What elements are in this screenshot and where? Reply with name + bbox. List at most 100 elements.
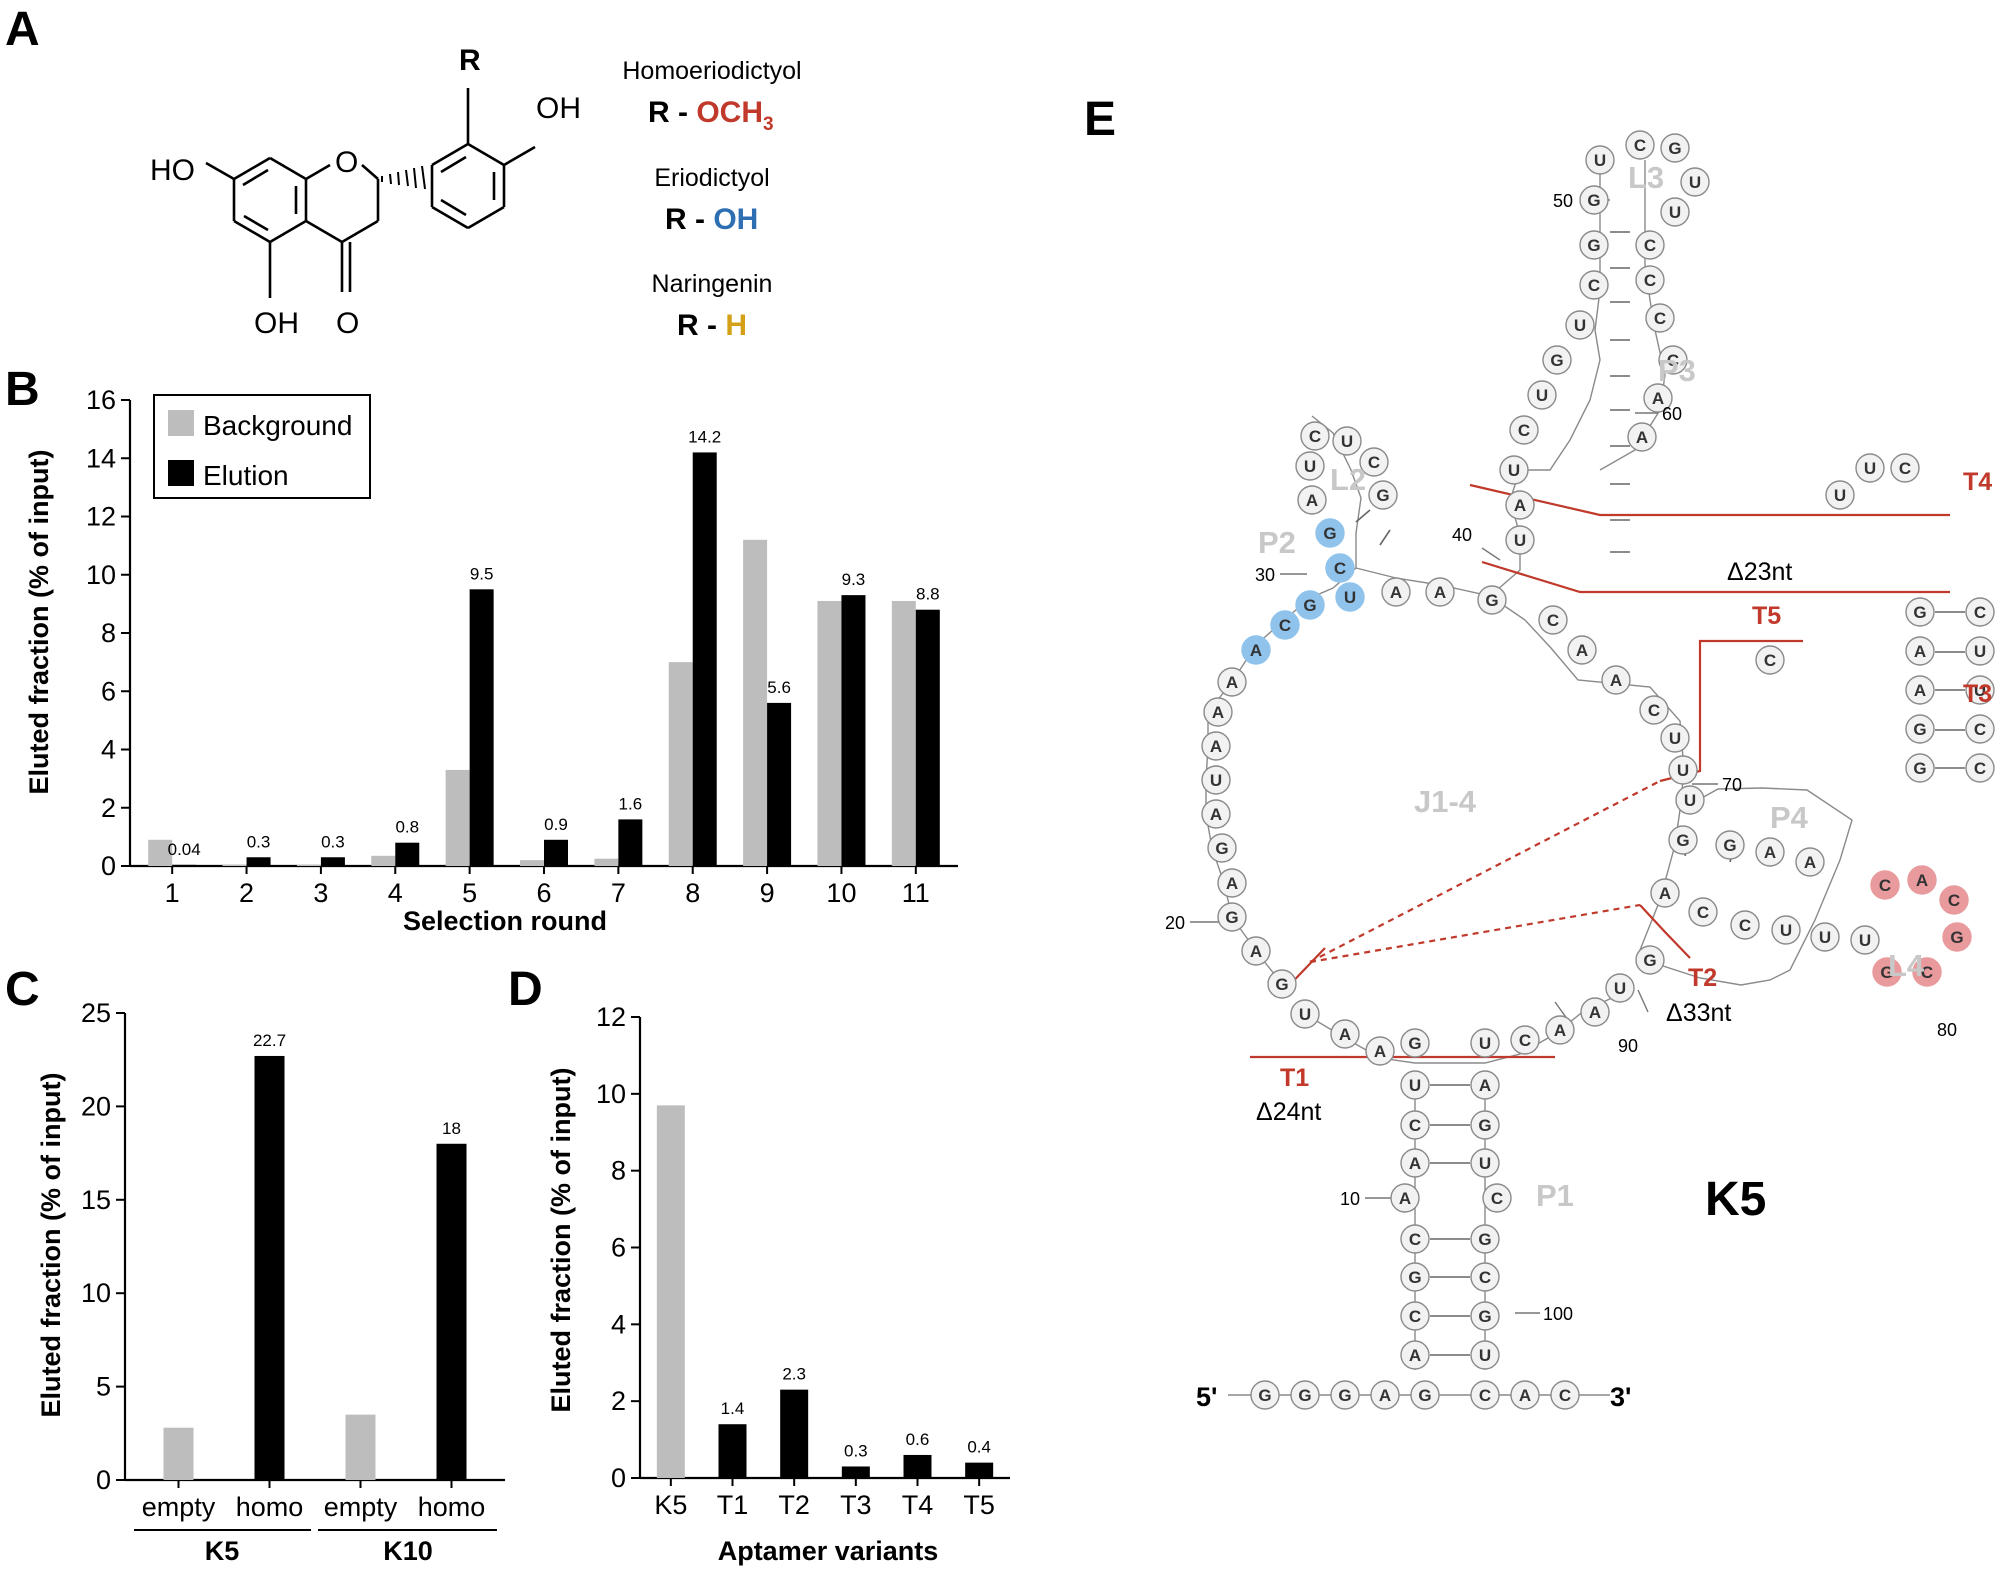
- legend-swatch-elution: [168, 460, 194, 486]
- y-tick-label: 6: [101, 676, 116, 706]
- nucleotide-circle: [1605, 973, 1635, 1003]
- nucleotide-U: U: [1527, 380, 1557, 410]
- panel-b: B 024681012141610.0420.330.340.859.560.9…: [5, 363, 958, 936]
- legend-swatch-background: [168, 410, 194, 436]
- nucleotide-circle: [1643, 383, 1673, 413]
- x-tick-label: T4: [902, 1490, 934, 1520]
- nucleotide-letter: A: [1764, 843, 1776, 862]
- nucleotide-circle: [1965, 636, 1995, 666]
- nucleotide-letter: U: [1536, 386, 1548, 405]
- nucleotide-letter: U: [1299, 1005, 1311, 1024]
- region-label-p3: P3: [1658, 353, 1696, 388]
- nucleotide-circle: [1715, 830, 1745, 860]
- nucleotide-C: C: [1470, 1380, 1500, 1410]
- nucleotide-circle: [1939, 885, 1969, 915]
- nucleotide-letter: U: [1508, 461, 1520, 480]
- nucleotide-circle: [1545, 1015, 1575, 1045]
- nucleotide-circle: [1668, 755, 1698, 785]
- nucleotide-circle: [1942, 922, 1972, 952]
- nucleotide-A: A: [1241, 936, 1271, 966]
- nucleotide-circle: [1635, 265, 1665, 295]
- position-30: 30: [1255, 565, 1275, 585]
- bar: [320, 857, 345, 866]
- y-tick-label: 8: [611, 1156, 626, 1186]
- nucleotide-letter: C: [1409, 1116, 1421, 1135]
- nucleotide-C: C: [1470, 1262, 1500, 1292]
- bar: [345, 1414, 376, 1480]
- nucleotide-circle: [1295, 451, 1325, 481]
- nucleotide-C: C: [1510, 1025, 1540, 1055]
- x-tick-label: 3: [313, 878, 328, 908]
- nucleotide-letter: C: [1879, 876, 1891, 895]
- x-tick-label: empty: [324, 1492, 398, 1522]
- x-tick-label: 2: [239, 878, 254, 908]
- nucleotide-U: U: [1965, 636, 1995, 666]
- position-10: 10: [1340, 1189, 1360, 1209]
- x-tick-label: 4: [388, 878, 403, 908]
- nucleotide-letter: A: [1434, 583, 1446, 602]
- x-tick-label: T5: [963, 1490, 995, 1520]
- nucleotide-circle: [1295, 590, 1325, 620]
- nucleotide-letter: C: [1764, 651, 1776, 670]
- nucleotide-C: C: [1359, 447, 1389, 477]
- nucleotide-letter: G: [1478, 1307, 1491, 1326]
- nucleotide-G: G: [1290, 1380, 1320, 1410]
- y-tick-label: 20: [81, 1091, 111, 1121]
- nucleotide-A: A: [1907, 865, 1937, 895]
- nucleotide-G: G: [1267, 969, 1297, 999]
- data-label: 0.9: [544, 815, 568, 834]
- nucleotide-circle: [1270, 610, 1300, 640]
- nucleotide-letter: U: [1409, 1076, 1421, 1095]
- nucleotide-circle: [1400, 1070, 1430, 1100]
- nucleotide-circle: [1470, 1070, 1500, 1100]
- legend-label-background: Background: [203, 410, 352, 441]
- nucleotide-circle: [1470, 1148, 1500, 1178]
- nucleotide-letter: U: [1669, 729, 1681, 748]
- nucleotide-circle: [1542, 345, 1572, 375]
- nucleotide-A: A: [1505, 490, 1535, 520]
- truncation-line-t2: [1639, 904, 1691, 959]
- nucleotide-A: A: [1510, 1380, 1540, 1410]
- nucleotide-circle: [1907, 865, 1937, 895]
- nucleotide-circle: [1332, 426, 1362, 456]
- nucleotide-letter: C: [1547, 611, 1559, 630]
- x-tick-label: 6: [536, 878, 551, 908]
- group-label-k5: K5: [205, 1536, 240, 1566]
- nucleotide-circle: [1905, 675, 1935, 705]
- bar: [965, 1462, 994, 1478]
- nucleotide-letter: A: [1804, 853, 1816, 872]
- nucleotide-A: A: [1365, 1036, 1395, 1066]
- nucleotide-U: U: [1855, 453, 1885, 483]
- nucleotide-circle: [1579, 270, 1609, 300]
- nucleotide-circle: [1965, 675, 1995, 705]
- nucleotide-C: C: [1965, 597, 1995, 627]
- nucleotide-C: C: [1635, 265, 1665, 295]
- chart-c-ylabel: Eluted fraction (% of input): [36, 1073, 66, 1418]
- nucleotide-U: U: [1850, 925, 1880, 955]
- nucleotide-A: A: [1755, 837, 1785, 867]
- nucleotide-circle: [1965, 714, 1995, 744]
- nucleotide-G: G: [1668, 825, 1698, 855]
- nucleotide-G: G: [1905, 714, 1935, 744]
- five-prime-label: 5': [1196, 1382, 1217, 1412]
- nucleotide-circle: [1400, 1224, 1430, 1254]
- panel-label-a: A: [5, 3, 40, 56]
- nucleotide-circle: [1410, 1380, 1440, 1410]
- nucleotide-circle: [1365, 1036, 1395, 1066]
- nucleotide-circle: [1390, 1183, 1420, 1213]
- nucleotide-C: C: [1550, 1380, 1580, 1410]
- nucleotide-letter: U: [1594, 151, 1606, 170]
- data-label: 0.6: [906, 1430, 930, 1449]
- nucleotide-U: U: [1400, 1070, 1430, 1100]
- nucleotide-circle: [1755, 645, 1785, 675]
- position-20: 20: [1165, 913, 1185, 933]
- nucleotide-letter: C: [1368, 453, 1380, 472]
- region-label-l4: L4: [1888, 948, 1925, 983]
- panel-a: A: [5, 3, 802, 342]
- y-tick-label: 0: [101, 851, 116, 881]
- nucleotide-letter: G: [1913, 720, 1926, 739]
- y-tick-label: 2: [101, 793, 116, 823]
- x-tick-label: 9: [760, 878, 775, 908]
